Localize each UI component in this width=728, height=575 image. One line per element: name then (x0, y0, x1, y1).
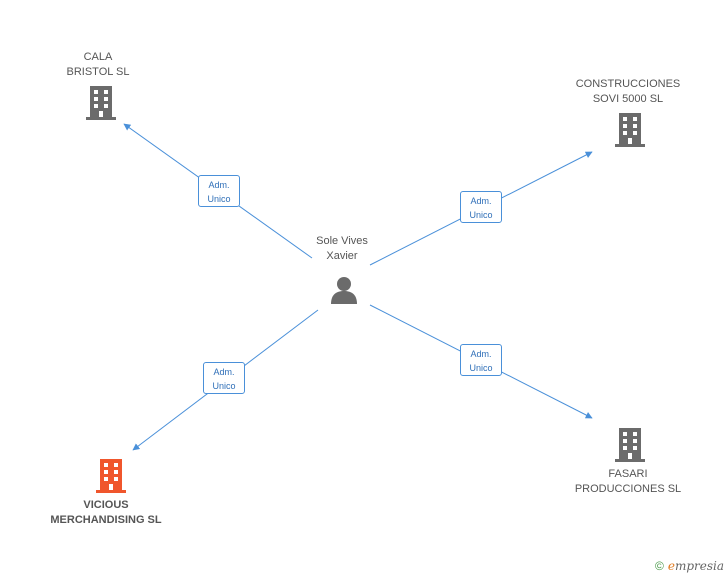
building-icon[interactable] (615, 113, 645, 147)
center-person-name: Sole Vives Xavier (316, 235, 368, 262)
building-icon[interactable] (615, 428, 645, 462)
company-label-cala[interactable]: CALA BRISTOL SL (66, 51, 130, 78)
person-icon[interactable] (329, 275, 359, 304)
footer-brand[interactable]: © empresia (655, 559, 724, 573)
brand-logo: empresia (667, 559, 724, 573)
building-icon[interactable] (86, 86, 116, 120)
company-label-construcciones[interactable]: CONSTRUCCIONES SOVI 5000 SL (575, 78, 681, 105)
relation-label-construcciones: Adm.Unico (460, 191, 502, 223)
company-label-vicious[interactable]: VICIOUS MERCHANDISING SL (50, 499, 162, 526)
relation-label-cala: Adm.Unico (198, 175, 240, 207)
building-icon-highlighted[interactable] (96, 459, 126, 493)
relation-label-vicious: Adm.Unico (203, 362, 245, 394)
relation-label-fasari: Adm.Unico (460, 344, 502, 376)
company-label-fasari[interactable]: FASARI PRODUCCIONES SL (574, 468, 682, 495)
copyright-icon: © (654, 559, 664, 573)
